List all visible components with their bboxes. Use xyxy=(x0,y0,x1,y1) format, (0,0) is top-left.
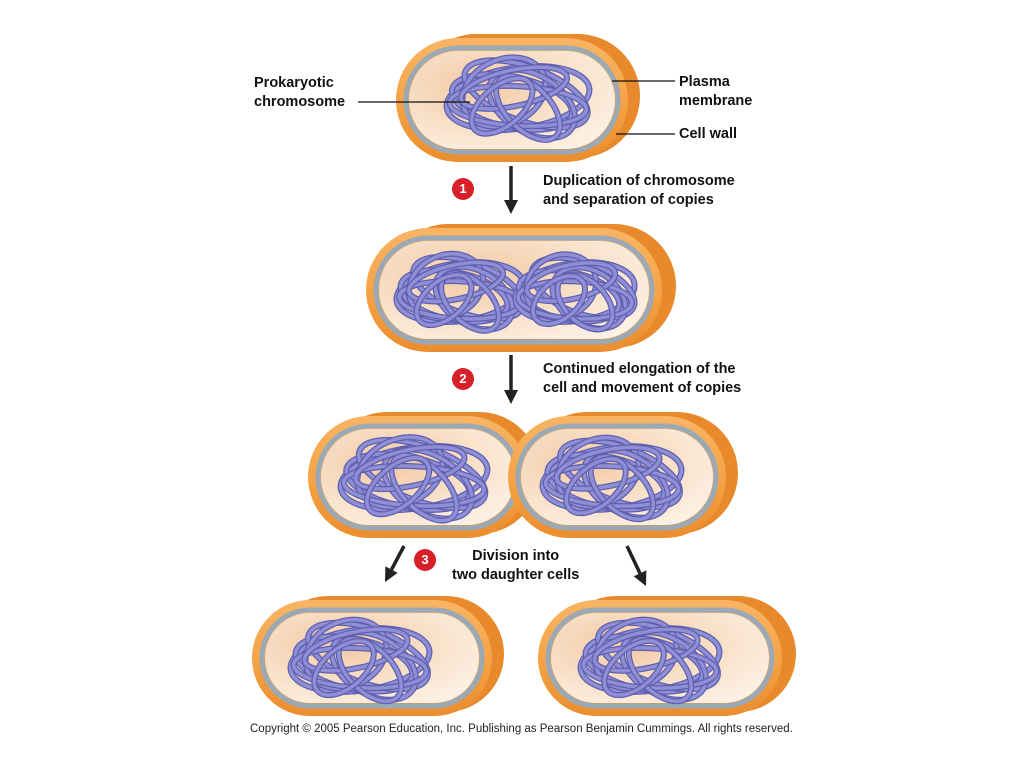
step-2-badge: 2 xyxy=(452,368,474,390)
chromosome-label-line1: Prokaryotic xyxy=(254,75,334,91)
step-3-badge: 3 xyxy=(414,549,436,571)
chromosome-copy-left xyxy=(393,250,527,334)
chromosome-copy-right xyxy=(512,251,638,333)
step-3-arrow-left xyxy=(385,545,406,582)
daughter-cell-left-plasma-membrane xyxy=(259,607,485,709)
daughter-cell-right-plasma-membrane xyxy=(545,607,775,709)
cell-wall-label-text: Cell wall xyxy=(679,126,738,142)
step-2-caption: Continued elongation of the cell and mov… xyxy=(543,360,741,398)
step-3-arrow-right xyxy=(625,545,647,586)
step-2-arrow xyxy=(504,355,518,404)
step-1-caption-line1: Duplication of chromosome xyxy=(543,173,735,189)
copyright-notice: Copyright © 2005 Pearson Education, Inc.… xyxy=(250,723,793,735)
step-1-badge: 1 xyxy=(452,178,474,200)
chromosome-label-line2: chromosome xyxy=(254,94,346,110)
step-3-caption-line1: Division into xyxy=(472,548,560,564)
step-3-caption-line2: two daughter cells xyxy=(452,567,580,583)
cell-dividing-right-plasma-membrane xyxy=(515,423,719,531)
step-3-caption: Division into two daughter cells xyxy=(452,547,579,585)
step-1-caption: Duplication of chromosome and separation… xyxy=(543,172,735,210)
chromosome-dividing-right xyxy=(539,434,685,523)
cell-initial-plasma-membrane xyxy=(403,45,621,155)
chromosome-initial xyxy=(443,54,593,143)
step-1-arrow xyxy=(504,166,518,214)
chromosome-daughter-left xyxy=(287,616,433,705)
cell-initial xyxy=(396,34,640,162)
chromosome-label: Prokaryotic chromosome xyxy=(254,74,345,112)
cell-wall-label: Cell wall xyxy=(679,125,737,144)
chromosome-dividing-left xyxy=(337,434,491,524)
chromosome-daughter-right xyxy=(577,616,723,705)
step-1-caption-line2: and separation of copies xyxy=(543,192,714,208)
plasma-membrane-label-line1: Plasma xyxy=(679,74,730,90)
plasma-membrane-label: Plasma membrane xyxy=(679,73,752,111)
plasma-membrane-label-line2: membrane xyxy=(679,93,753,109)
step-2-caption-line2: cell and movement of copies xyxy=(543,380,742,396)
cell-elongated-plasma-membrane xyxy=(373,235,655,345)
step-2-caption-line1: Continued elongation of the xyxy=(543,361,736,377)
